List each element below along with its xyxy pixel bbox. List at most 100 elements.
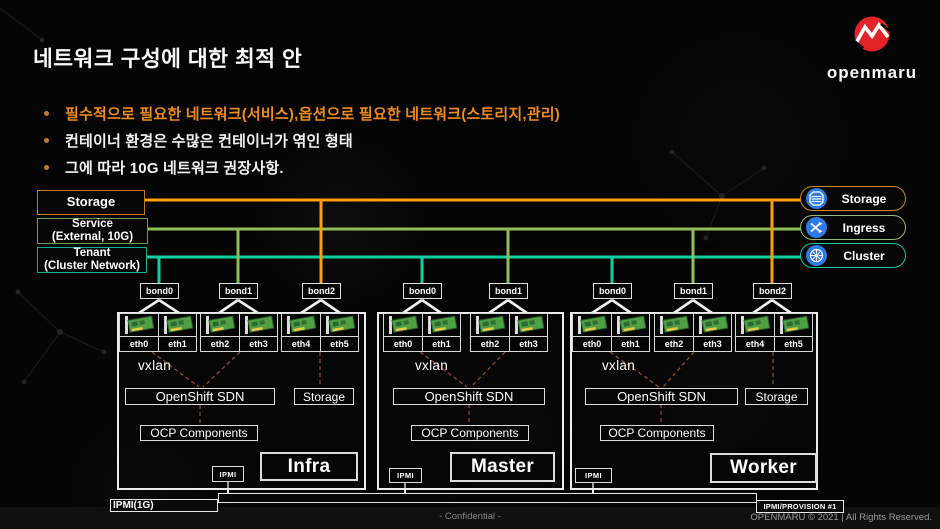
- service-network-label: Service (External, 10G): [37, 218, 148, 244]
- nic-card-icon: [159, 314, 196, 336]
- nic-group: eth2 eth3: [654, 313, 732, 352]
- ipmi-box: IPMI: [575, 468, 612, 483]
- bullet-icon: [44, 111, 49, 116]
- storage-drops: [319, 200, 774, 283]
- nic-cell: eth0: [573, 314, 611, 351]
- label-subtext: (Cluster Network): [44, 260, 140, 272]
- copyright-label: OPENMARU © 2021 | All Rights Reserved.: [750, 512, 932, 523]
- server-name-worker: Worker: [710, 453, 817, 483]
- bond-box: bond0: [403, 283, 442, 299]
- bullet-text: 필수적으로 필요한 네트워크(서비스),옵션으로 필요한 네트워크(스토리지,관…: [65, 106, 560, 123]
- bond-box: bond2: [753, 283, 792, 299]
- vxlan-label: vxlan: [602, 358, 636, 373]
- server-name-infra: Infra: [260, 452, 358, 481]
- sdn-dashed-links: [151, 351, 774, 425]
- nic-card-icon: [775, 314, 812, 336]
- service-drops: [236, 229, 695, 283]
- storage-box: Storage: [294, 388, 354, 405]
- nic-group: eth0 eth1: [383, 313, 461, 352]
- ocp-components-box: OCP Components: [411, 425, 529, 441]
- nic-label: eth3: [240, 336, 277, 351]
- nic-card-icon: [573, 314, 611, 336]
- openshift-sdn-box: OpenShift SDN: [585, 388, 738, 405]
- nic-cell: eth4: [736, 314, 774, 351]
- footer-strip: [0, 507, 940, 529]
- label-text: Service: [72, 218, 113, 231]
- nic-label: eth3: [510, 336, 547, 351]
- openmaru-logo-icon: [852, 16, 892, 52]
- nic-card-icon: [282, 314, 320, 336]
- legend-ingress: Ingress: [800, 215, 906, 240]
- nic-card-icon: [321, 314, 358, 336]
- label-text: Tenant: [73, 247, 111, 260]
- page-title: 네트워크 구성에 대한 최적 안: [33, 47, 303, 71]
- legend-storage: Storage: [800, 186, 906, 211]
- bullet-item: 컨테이너 환경은 수많은 컨테이너가 엮인 형태: [44, 130, 353, 151]
- label-text: Storage: [66, 194, 116, 210]
- nic-label: eth2: [655, 336, 693, 351]
- nic-cell: eth3: [509, 314, 547, 351]
- nic-label: eth2: [201, 336, 239, 351]
- bullet-text: 그에 따라 10G 네트워크 권장사항.: [65, 160, 284, 177]
- openshift-sdn-box: OpenShift SDN: [125, 388, 275, 405]
- nic-cell: eth2: [201, 314, 239, 351]
- tenant-drops: [157, 257, 614, 283]
- nic-cell: eth2: [471, 314, 509, 351]
- bond-nic-links: [138, 298, 792, 315]
- nic-cell: eth3: [239, 314, 277, 351]
- nic-label: eth5: [321, 336, 358, 351]
- ocp-components-box: OCP Components: [140, 425, 258, 441]
- nic-card-icon: [471, 314, 509, 336]
- nic-card-icon: [736, 314, 774, 336]
- storage-box: Storage: [745, 388, 808, 405]
- nic-card-icon: [201, 314, 239, 336]
- constellation-decoration: [0, 7, 765, 383]
- bond-box: bond2: [302, 283, 341, 299]
- nic-label: eth0: [384, 336, 422, 351]
- nic-card-icon: [384, 314, 422, 336]
- legend-label: Ingress: [842, 220, 886, 235]
- openmaru-logo: openmaru: [816, 14, 928, 83]
- nic-cell: eth1: [422, 314, 460, 351]
- ipmi-1g-label: IPMI(1G): [110, 499, 218, 512]
- nic-card-icon: [240, 314, 277, 336]
- server-name-master: Master: [450, 452, 555, 482]
- vxlan-label: vxlan: [415, 358, 449, 373]
- cluster-icon: [806, 245, 827, 266]
- ipmi-box: IPMI: [389, 468, 422, 483]
- nic-label: eth1: [423, 336, 460, 351]
- nic-group: eth4 eth5: [281, 313, 359, 352]
- label-subtext: (External, 10G): [51, 231, 134, 243]
- nic-group: eth2 eth3: [470, 313, 548, 352]
- tenant-network-label: Tenant (Cluster Network): [37, 247, 147, 273]
- openshift-sdn-box: OpenShift SDN: [393, 388, 545, 405]
- nic-label: eth2: [471, 336, 509, 351]
- nic-card-icon: [612, 314, 649, 336]
- nic-label: eth5: [775, 336, 812, 351]
- bond-box: bond0: [140, 283, 179, 299]
- nic-label: eth0: [120, 336, 158, 351]
- bullet-item: 필수적으로 필요한 네트워크(서비스),옵션으로 필요한 네트워크(스토리지,관…: [44, 103, 560, 124]
- bullet-icon: [44, 138, 49, 143]
- confidential-label: - Confidential -: [439, 511, 501, 522]
- nic-cell: eth0: [120, 314, 158, 351]
- nic-label: eth0: [573, 336, 611, 351]
- nic-label: eth4: [736, 336, 774, 351]
- ocp-components-box: OCP Components: [600, 425, 714, 441]
- vxlan-label: vxlan: [138, 358, 172, 373]
- constellation-nodes: [15, 37, 767, 385]
- nic-cell: eth3: [693, 314, 731, 351]
- bullet-text: 컨테이너 환경은 수많은 컨테이너가 엮인 형태: [65, 133, 353, 150]
- nic-card-icon: [423, 314, 460, 336]
- ipmi-provision-label: IPMI/PROVISION #1: [756, 500, 844, 513]
- nic-group: eth0 eth1: [119, 313, 197, 352]
- nic-label: eth1: [159, 336, 196, 351]
- ipmi-bus: [218, 493, 757, 503]
- nic-card-icon: [510, 314, 547, 336]
- bond-box: bond1: [674, 283, 713, 299]
- nic-cell: eth5: [320, 314, 358, 351]
- nic-label: eth1: [612, 336, 649, 351]
- nic-cell: eth1: [611, 314, 649, 351]
- nic-cell: eth0: [384, 314, 422, 351]
